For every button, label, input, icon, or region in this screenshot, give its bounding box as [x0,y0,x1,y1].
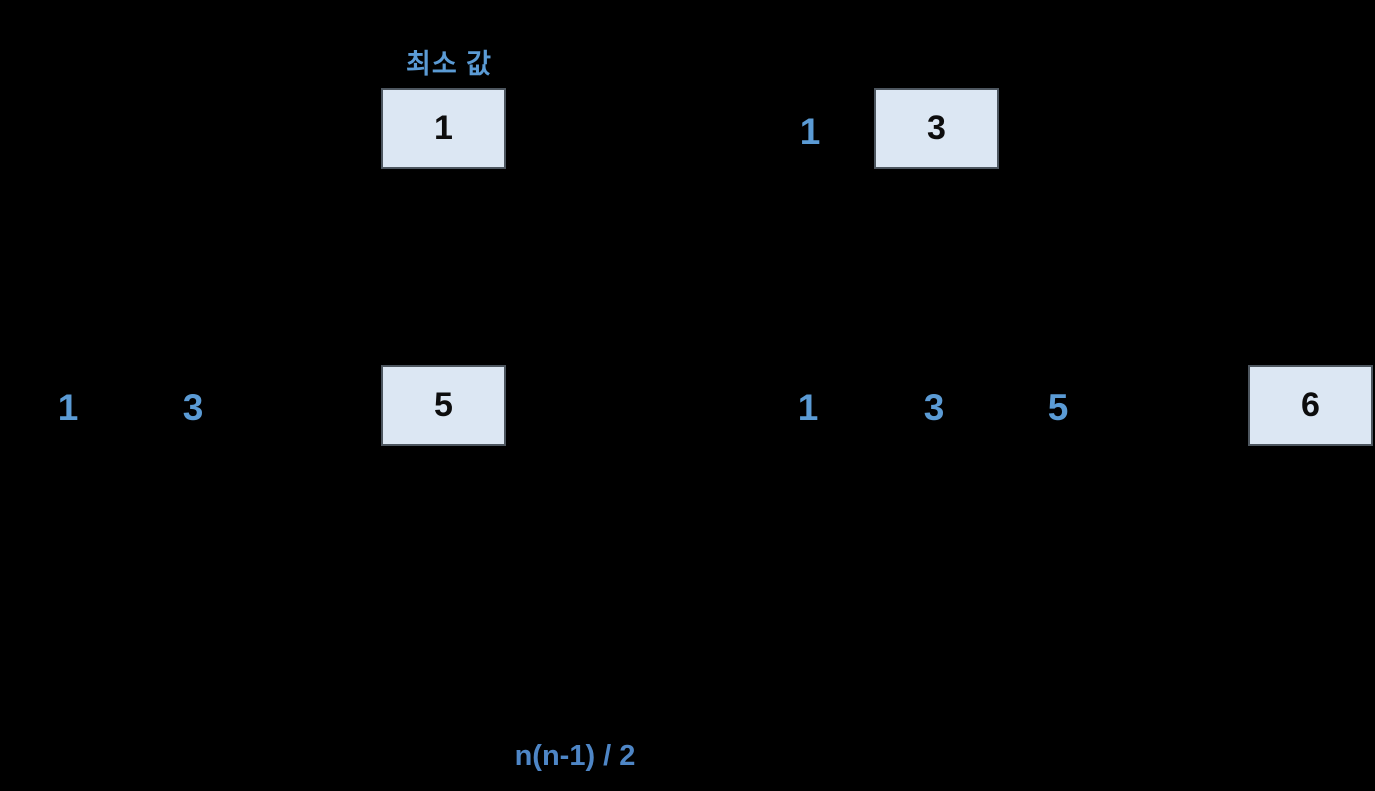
comparison-count-formula: n(n-1) / 2 [514,740,636,772]
sorted-digit: 1 [799,111,821,152]
box-value: 1 [434,109,453,147]
selected-value-box-1: 1 [381,88,506,169]
selected-value-box-6: 6 [1248,365,1373,446]
box-value: 3 [927,109,946,147]
sorted-digit: 1 [57,387,79,428]
min-value-label: 최소 값 [405,49,493,79]
sorted-digit: 1 [797,387,819,428]
sorted-digit: 3 [182,387,204,428]
selected-value-box-5: 5 [381,365,506,446]
selected-value-box-3: 3 [874,88,999,169]
sorted-digit: 3 [923,387,945,428]
sorted-digit: 5 [1047,387,1069,428]
box-value: 5 [434,386,453,424]
box-value: 6 [1301,386,1320,424]
